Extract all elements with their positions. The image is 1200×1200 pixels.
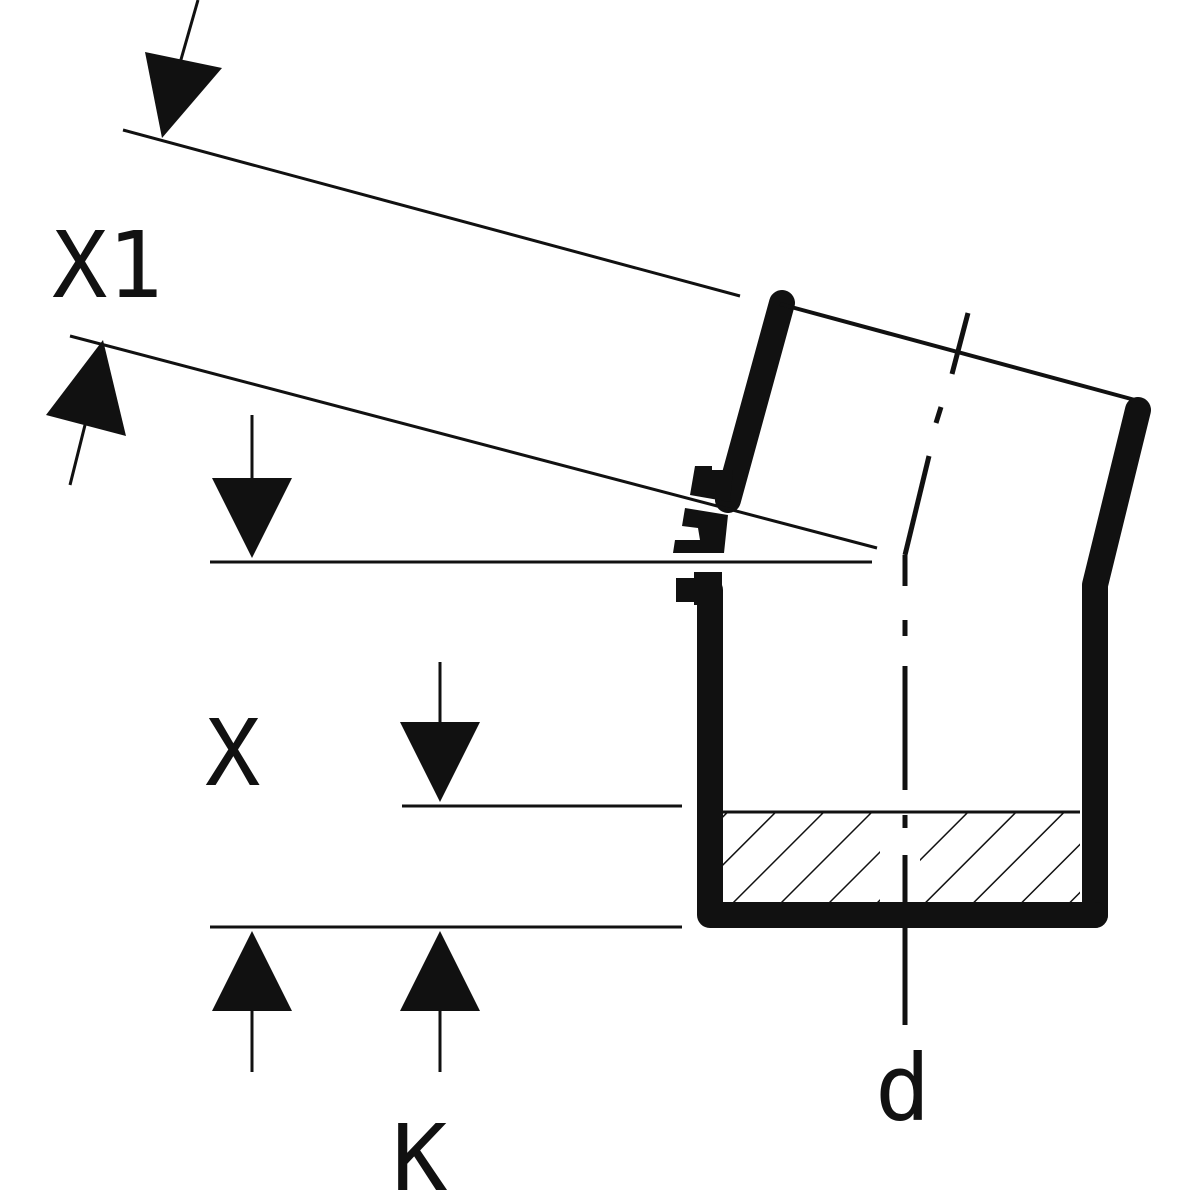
label-x: X — [205, 700, 260, 807]
socket-notches — [673, 466, 733, 605]
label-x1: X1 — [52, 212, 163, 319]
arrow-up-k-icon — [400, 931, 480, 1011]
arrow-x-icon — [400, 722, 480, 802]
dimension-lines — [68, 0, 878, 1072]
arrow-down-icon — [212, 478, 292, 558]
arrowheads — [46, 52, 480, 1011]
arrow-x1-bottom-icon — [46, 340, 126, 436]
label-k: K — [392, 1105, 448, 1200]
label-d: d — [875, 1035, 930, 1142]
centerline — [902, 312, 971, 1025]
arrow-up-left-icon — [212, 931, 292, 1011]
arrow-x1-top-icon — [145, 52, 222, 138]
